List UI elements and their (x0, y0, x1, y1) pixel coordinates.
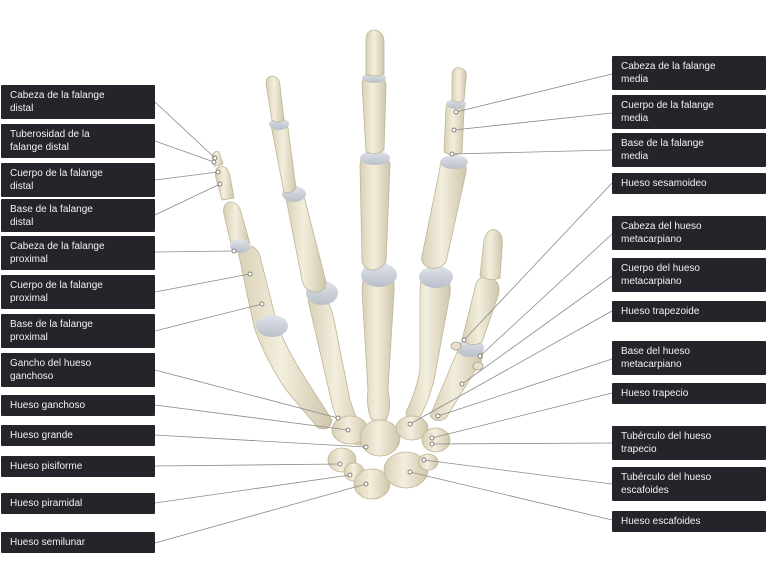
label-cabeza-hueso-metacarpiano[interactable]: Cabeza del hueso metacarpiano (612, 216, 766, 250)
label-gancho-hueso-ganchoso[interactable]: Gancho del hueso ganchoso (1, 353, 155, 387)
label-text: Base de la falange proximal (10, 319, 93, 343)
label-text: Hueso pisiforme (10, 461, 83, 472)
anchor-dots (211, 109, 483, 487)
label-base-falange-distal[interactable]: Base de la falange distal (1, 199, 155, 232)
label-text: Hueso grande (10, 430, 73, 441)
label-text: Hueso semilunar (10, 537, 86, 548)
label-cuerpo-falange-distal[interactable]: Cuerpo de la falange distal (1, 163, 155, 197)
index-finger (405, 67, 468, 422)
label-hueso-sesamoideo[interactable]: Hueso sesamoideo (612, 173, 766, 194)
label-text: Cabeza de la falange proximal (10, 241, 105, 265)
label-hueso-escafoides[interactable]: Hueso escafoides (612, 511, 766, 532)
label-tuberosidad-falange-distal[interactable]: Tuberosidad de la falange distal (1, 124, 155, 158)
label-text: Cabeza de la falange media (621, 61, 716, 85)
thumb (429, 229, 503, 421)
label-cabeza-falange-media[interactable]: Cabeza de la falange media (612, 56, 766, 90)
label-text: Cabeza de la falange distal (10, 90, 105, 114)
label-tuberculo-hueso-trapecio[interactable]: Tubérculo del hueso trapecio (612, 426, 766, 460)
label-text: Hueso escafoides (621, 516, 701, 527)
label-text: Base de la falange distal (10, 203, 93, 228)
label-cabeza-falange-distal[interactable]: Cabeza de la falange distal (1, 85, 155, 119)
label-text: Tubérculo del hueso trapecio (621, 431, 712, 455)
label-text: Cabeza del hueso metacarpiano (621, 221, 702, 245)
label-hueso-trapecio[interactable]: Hueso trapecio (612, 383, 766, 404)
label-text: Tuberosidad de la falange distal (10, 129, 90, 153)
label-text: Gancho del hueso ganchoso (10, 358, 92, 382)
label-text: Hueso trapecio (621, 388, 689, 399)
label-cabeza-falange-proximal[interactable]: Cabeza de la falange proximal (1, 236, 155, 270)
label-hueso-piramidal[interactable]: Hueso piramidal (1, 493, 155, 514)
label-text: Tubérculo del hueso escafoides (621, 472, 712, 496)
label-tuberculo-hueso-escafoides[interactable]: Tubérculo del hueso escafoides (612, 467, 766, 501)
label-hueso-grande[interactable]: Hueso grande (1, 425, 155, 446)
label-base-falange-proximal[interactable]: Base de la falange proximal (1, 314, 155, 348)
label-cuerpo-falange-media[interactable]: Cuerpo de la falange media (612, 95, 766, 129)
label-hueso-pisiforme[interactable]: Hueso pisiforme (1, 456, 155, 477)
label-base-hueso-metacarpiano[interactable]: Base del hueso metacarpiano (612, 341, 766, 375)
ring-finger (265, 75, 369, 446)
label-text: Hueso ganchoso (10, 400, 86, 411)
label-text: Cuerpo del hueso metacarpiano (621, 263, 700, 287)
label-text: Hueso piramidal (10, 498, 83, 509)
label-text: Cuerpo de la falange media (621, 100, 714, 124)
label-hueso-trapezoide[interactable]: Hueso trapezoide (612, 301, 766, 322)
label-cuerpo-hueso-metacarpiano[interactable]: Cuerpo del hueso metacarpiano (612, 258, 766, 292)
leader-lines (154, 73, 613, 544)
label-text: Hueso trapezoide (621, 306, 700, 317)
label-base-falange-media[interactable]: Base de la falange media (612, 133, 766, 167)
label-cuerpo-falange-proximal[interactable]: Cuerpo de la falange proximal (1, 275, 155, 309)
label-text: Base del hueso metacarpiano (621, 346, 690, 370)
middle-finger (359, 29, 397, 421)
label-text: Base de la falange media (621, 138, 704, 162)
label-text: Cuerpo de la falange distal (10, 168, 103, 192)
label-text: Cuerpo de la falange proximal (10, 280, 103, 304)
carpal-bones (327, 415, 451, 500)
label-hueso-ganchoso[interactable]: Hueso ganchoso (1, 395, 155, 416)
label-hueso-semilunar[interactable]: Hueso semilunar (1, 532, 155, 553)
label-text: Hueso sesamoideo (621, 178, 707, 189)
